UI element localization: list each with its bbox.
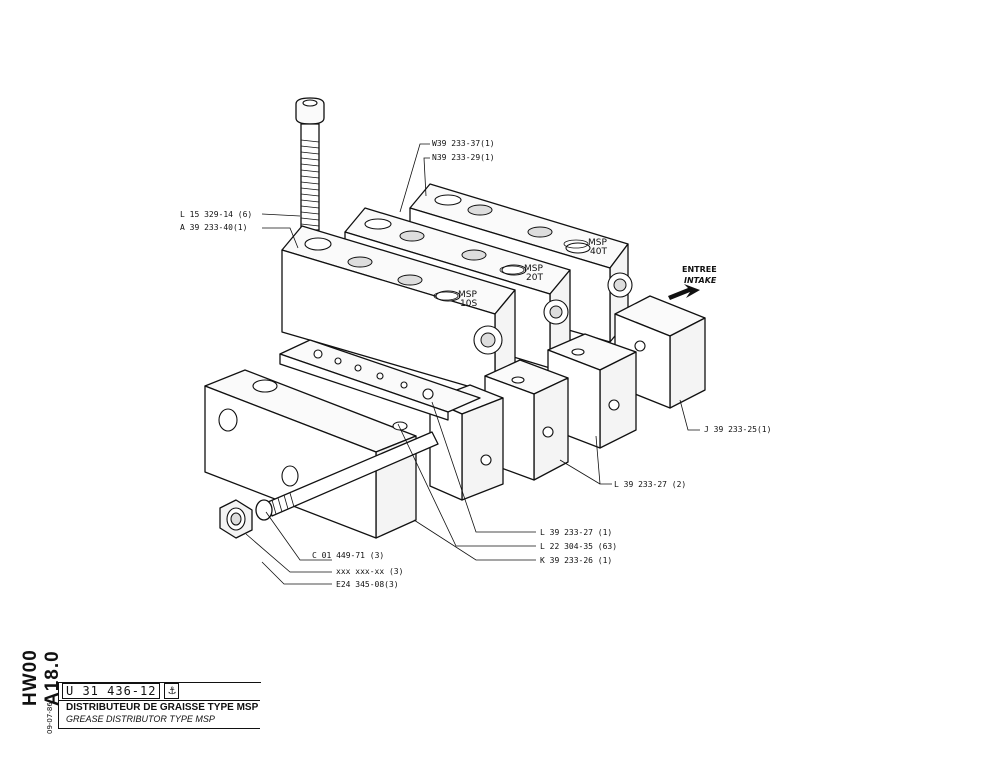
msp-10s-label: MSP	[458, 290, 477, 300]
title-bottom-rule	[58, 728, 260, 729]
reference-row: U 31 436-12 ⚓	[62, 683, 180, 699]
msp-40t-number: 40T	[590, 247, 607, 257]
inlet-block-k39	[279, 339, 481, 421]
drawing-code: HW00 A18.0	[20, 649, 63, 707]
cap-screw	[295, 97, 325, 231]
intake-arrow	[668, 284, 700, 300]
callout-c01: C 01 449-71 (3)	[312, 551, 384, 560]
callout-e24: E24 345-08(3)	[336, 580, 399, 589]
msp-40t-label: MSP	[588, 238, 607, 248]
msp-10s-number: 10S	[460, 299, 477, 309]
intake-label-en: INTAKE	[684, 276, 717, 285]
reference-number: U 31 436-12	[62, 683, 161, 699]
callout-w39: W39 233-37(1)	[432, 139, 495, 148]
end-block	[204, 369, 417, 539]
callout-xxx: xxx xxx-xx (3)	[336, 567, 403, 576]
title-divider	[58, 700, 260, 701]
callout-k39: K 39 233-26 (1)	[540, 556, 612, 565]
title-block-frame	[58, 682, 261, 729]
intake-label-fr: ENTREE	[682, 265, 717, 274]
callout-j39: J 39 233-25(1)	[704, 425, 771, 434]
title-french: DISTRIBUTEUR DE GRAISSE TYPE MSP	[66, 702, 259, 713]
callout-l22: L 22 304-35 (63)	[540, 542, 617, 551]
hex-nut	[219, 499, 253, 539]
msp-20t-number: 20T	[526, 273, 543, 283]
callout-l15: L 15 329-14 (6)	[180, 210, 252, 219]
drawing-date: 09-07-86	[46, 702, 54, 734]
title-english: GREASE DISTRIBUTOR TYPE MSP	[66, 714, 215, 724]
anchor-icon: ⚓	[164, 683, 180, 699]
callout-l39-2: L 39 233-27 (2)	[614, 480, 686, 489]
callout-n39: N39 233-29(1)	[432, 153, 495, 162]
callout-l39-1: L 39 233-27 (1)	[540, 528, 612, 537]
callout-a39: A 39 233-40(1)	[180, 223, 247, 232]
metering-block-10s	[281, 225, 516, 395]
msp-20t-label: MSP	[524, 264, 543, 274]
